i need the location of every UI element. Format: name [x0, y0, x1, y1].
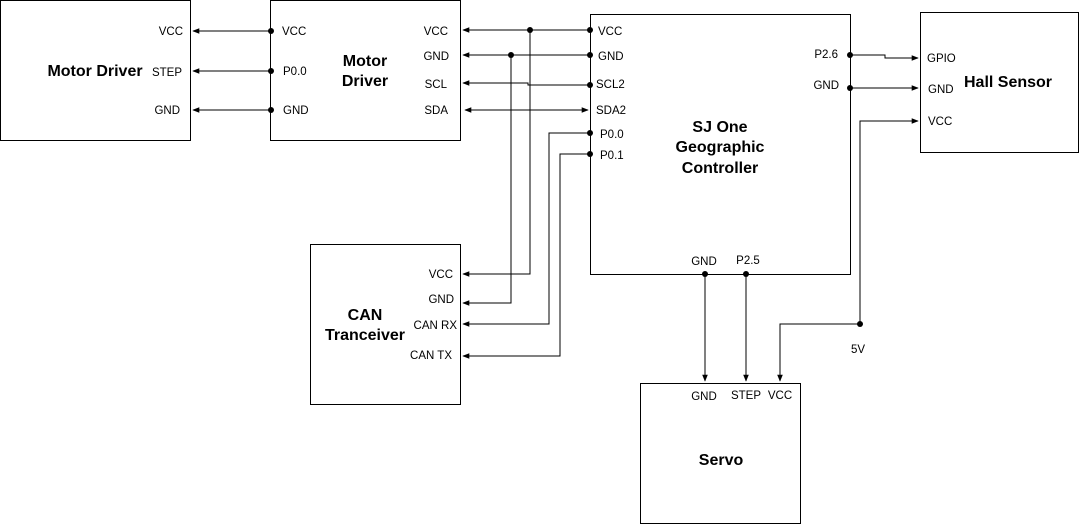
motor-driver-left-box — [0, 0, 191, 141]
can-transceiver-pin-gnd: GND — [428, 294, 454, 306]
can-transceiver-title-line1: CAN — [348, 307, 383, 324]
junction-dot — [587, 52, 593, 58]
sj-one-pin-p26: P2.6 — [814, 49, 838, 61]
sj-one-pin-bottom-gnd: GND — [691, 256, 717, 268]
motor-driver-mid-pin-right-sda: SDA — [424, 105, 448, 117]
junction-dot — [743, 271, 749, 277]
motor-driver-left-pin-gnd: GND — [154, 105, 180, 117]
sj-one-pin-right-gnd: GND — [813, 80, 839, 92]
servo-pin-vcc: VCC — [768, 390, 792, 402]
servo-pin-step: STEP — [731, 390, 761, 402]
wire-can-rx — [462, 132, 590, 327]
sj-one-pin-p25: P2.5 — [736, 255, 760, 267]
wires — [192, 27, 919, 382]
can-transceiver-box — [310, 244, 461, 405]
sj-one-pin-sda2: SDA2 — [596, 105, 626, 117]
motor-driver-mid-pin-right-vcc: VCC — [424, 26, 448, 38]
wire-hall-vcc — [859, 118, 919, 324]
motor-driver-left-pin-vcc: VCC — [159, 26, 183, 38]
sj-one-pin-vcc: VCC — [598, 26, 622, 38]
wire-vcc-to-can — [462, 30, 531, 277]
sj-one-title-line3: Controller — [682, 160, 758, 177]
junction-dot — [268, 28, 274, 34]
motor-driver-mid-pin-left-gnd: GND — [283, 105, 309, 117]
can-transceiver-block: CAN Tranceiver VCC GND CAN RX CAN TX — [310, 244, 461, 405]
hall-sensor-pin-gpio: GPIO — [927, 53, 956, 65]
wire-gnd-to-can — [462, 55, 512, 306]
motor-driver-mid-pin-left-vcc: VCC — [282, 26, 306, 38]
sj-one-title-line2: Geographic — [676, 139, 765, 156]
sj-one-pin-p01: P0.1 — [600, 150, 624, 162]
junction-dot — [587, 27, 593, 33]
hall-sensor-block: Hall Sensor GPIO GND VCC — [920, 12, 1079, 153]
can-transceiver-pin-vcc: VCC — [429, 269, 453, 281]
junctions — [268, 27, 863, 327]
sj-one-block: SJ One Geographic Controller VCC GND SCL… — [590, 14, 851, 275]
junction-dot — [857, 321, 863, 327]
motor-driver-mid-block: Motor Driver VCC P0.0 GND VCC GND SCL SD… — [270, 0, 461, 141]
motor-driver-left-pin-step: STEP — [152, 67, 182, 79]
motor-driver-mid-box — [270, 0, 461, 141]
junction-dot — [587, 130, 593, 136]
junction-dot — [527, 27, 533, 33]
sj-one-pin-p00: P0.0 — [600, 129, 624, 141]
servo-pin-gnd: GND — [691, 391, 717, 403]
can-transceiver-title-line2: Tranceiver — [325, 327, 405, 344]
motor-driver-mid-pin-left-p00: P0.0 — [283, 66, 307, 78]
motor-driver-left-title: Motor Driver — [47, 63, 142, 80]
junction-dot — [587, 82, 593, 88]
wire-scl — [462, 80, 590, 86]
junction-dot — [508, 52, 514, 58]
junction-dot — [847, 52, 853, 58]
junction-dot — [268, 107, 274, 113]
motor-driver-mid-pin-right-gnd: GND — [423, 51, 449, 63]
hall-sensor-title: Hall Sensor — [964, 74, 1052, 91]
motor-driver-mid-title-line2: Driver — [342, 73, 388, 90]
hall-sensor-pin-vcc: VCC — [928, 116, 952, 128]
sj-one-title-line1: SJ One — [692, 119, 747, 136]
junction-dot — [268, 68, 274, 74]
servo-title: Servo — [699, 452, 744, 469]
sj-one-pin-scl2: SCL2 — [596, 79, 625, 91]
sj-one-box — [590, 14, 851, 275]
can-transceiver-pin-can-tx: CAN TX — [410, 350, 452, 362]
hall-sensor-pin-gnd: GND — [928, 84, 954, 96]
junction-dot — [847, 85, 853, 91]
motor-driver-left-block: Motor Driver VCC STEP GND — [0, 0, 191, 141]
junction-dot — [587, 151, 593, 157]
wire-gpio — [850, 54, 919, 61]
servo-block: Servo GND STEP VCC — [640, 383, 801, 524]
motor-driver-mid-title-line1: Motor — [343, 53, 387, 70]
wire-can-tx — [462, 153, 590, 359]
motor-driver-mid-pin-right-scl: SCL — [425, 79, 448, 91]
junction-dot — [702, 271, 708, 277]
wire-servo-vcc — [777, 323, 860, 382]
hall-sensor-box — [920, 12, 1079, 153]
servo-box — [640, 383, 801, 524]
can-transceiver-pin-can-rx: CAN RX — [414, 320, 458, 332]
sj-one-pin-gnd: GND — [598, 51, 624, 63]
five-v-label: 5V — [851, 344, 865, 356]
